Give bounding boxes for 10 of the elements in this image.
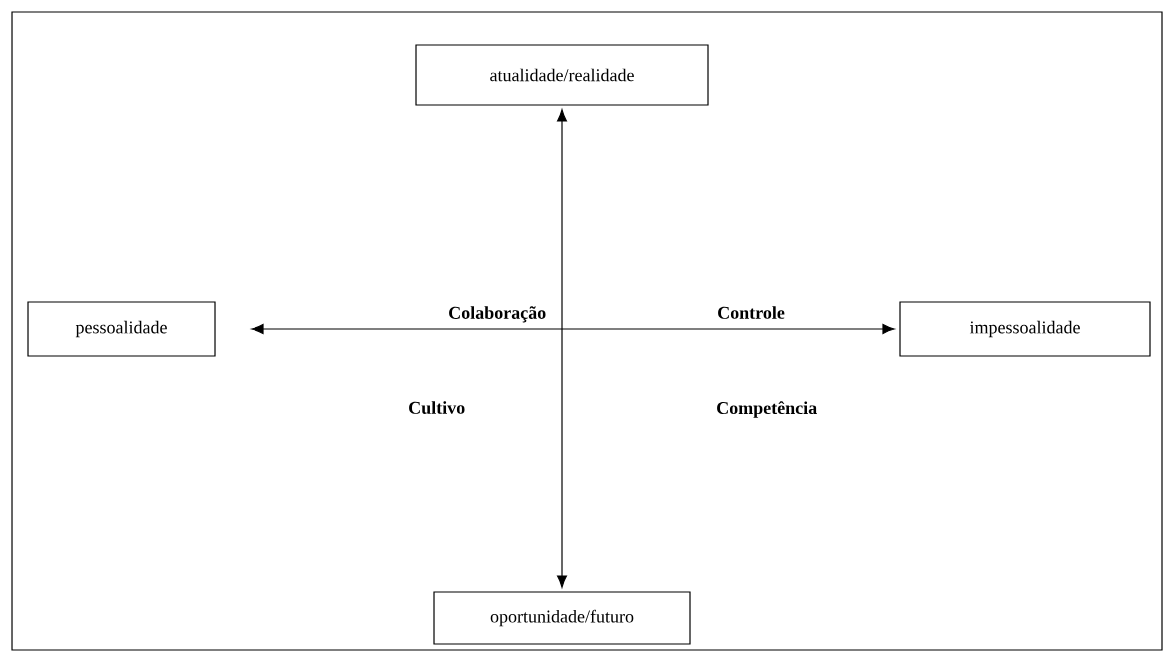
quadrant-label: Colaboração (449, 306, 546, 323)
double-arrow (556, 109, 568, 588)
quadrant-label: Cultivo (409, 401, 465, 414)
concept-box: atualidade/realidade (415, 44, 709, 106)
quadrant-label: Competência (717, 401, 817, 418)
concept-box: pessoalidade (27, 301, 216, 357)
quadrant-label: Controle (718, 306, 785, 319)
concept-box: oportunidade/futuro (433, 591, 691, 645)
double-arrow (251, 323, 895, 335)
concept-box: impessoalidade (899, 301, 1151, 357)
